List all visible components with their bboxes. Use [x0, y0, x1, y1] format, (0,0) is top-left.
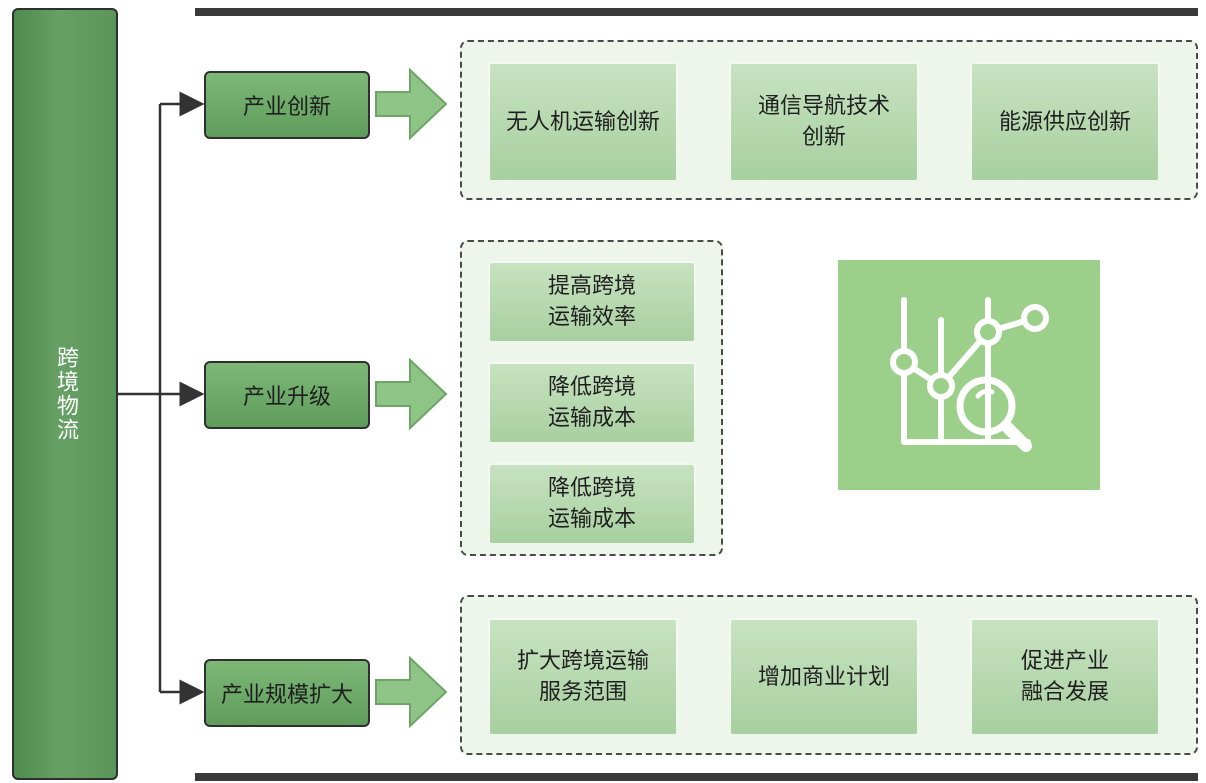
category-upgrade-label: 产业升级 — [242, 385, 331, 410]
category-scale: 产业规模扩大 — [204, 659, 370, 727]
category-innovation-label: 产业创新 — [242, 95, 331, 120]
leaf-text: 融合发展 — [1020, 680, 1109, 705]
top-rule — [195, 8, 1198, 16]
leaf-text: 运输成本 — [547, 507, 636, 532]
leaf-text: 提高跨境 — [547, 274, 636, 299]
leaf-text: 促进产业 — [1020, 649, 1109, 674]
block-arrow-innovation — [375, 67, 448, 141]
block-arrow-scale — [375, 655, 448, 729]
leaf-text: 降低跨境 — [547, 375, 636, 400]
leaf-service-range: 扩大跨境运输 服务范围 — [488, 618, 678, 736]
leaf-industry-integration: 促进产业 融合发展 — [970, 618, 1160, 736]
leaf-text: 降低跨境 — [547, 476, 636, 501]
leaf-text: 运输效率 — [547, 305, 636, 330]
category-innovation: 产业创新 — [204, 71, 370, 139]
block-arrow-upgrade — [375, 357, 448, 431]
leaf-text: 运输成本 — [547, 406, 636, 431]
leaf-text: 创新 — [801, 125, 846, 150]
leaf-drone-transport: 无人机运输创新 — [488, 62, 678, 182]
leaf-cost-1: 降低跨境 运输成本 — [488, 362, 696, 444]
root-node: 跨境物流 — [12, 8, 118, 780]
leaf-text: 服务范围 — [538, 680, 627, 705]
bottom-rule — [195, 773, 1198, 781]
analytics-icon-graphic — [890, 297, 1049, 452]
category-scale-label: 产业规模扩大 — [220, 683, 353, 708]
leaf-energy-supply: 能源供应创新 — [970, 62, 1160, 182]
category-upgrade: 产业升级 — [204, 361, 370, 429]
leaf-navigation-tech: 通信导航技术 创新 — [729, 62, 919, 182]
leaf-text: 无人机运输创新 — [505, 109, 660, 135]
leaf-cost-2: 降低跨境 运输成本 — [488, 463, 696, 545]
leaf-business-plan: 增加商业计划 — [729, 618, 919, 736]
leaf-text: 扩大跨境运输 — [516, 649, 649, 674]
leaf-text: 通信导航技术 — [757, 94, 890, 119]
leaf-text: 能源供应创新 — [998, 109, 1131, 135]
root-label: 跨境物流 — [53, 346, 78, 442]
analytics-magnifier-icon — [838, 260, 1100, 490]
leaf-text: 增加商业计划 — [757, 664, 890, 690]
leaf-efficiency: 提高跨境 运输效率 — [488, 261, 696, 343]
